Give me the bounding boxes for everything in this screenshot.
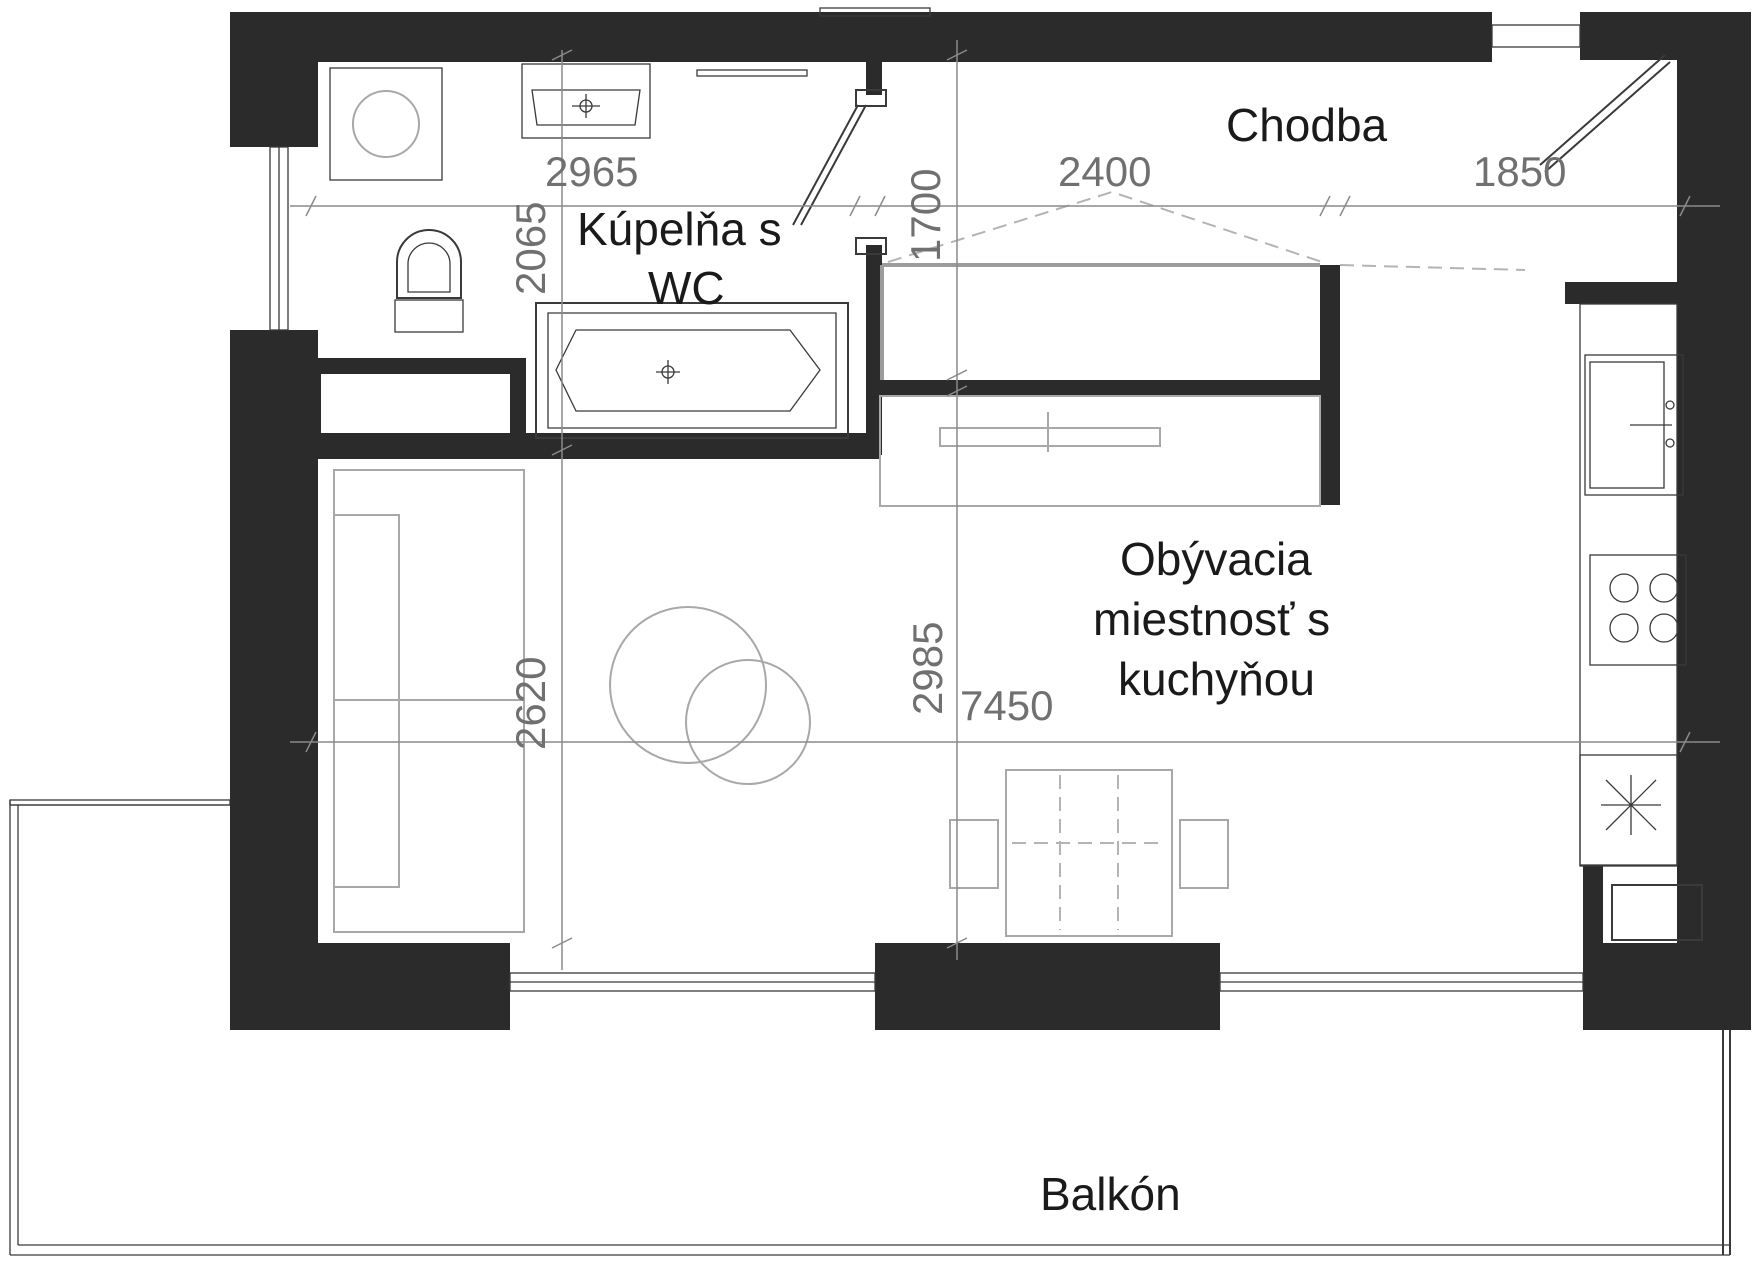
room-labels: Chodba Kúpelňa s WC Obývacia miestnosť s… <box>577 99 1388 1220</box>
bathtub <box>535 302 849 439</box>
room-label-kupelna-line2: WC <box>648 262 725 314</box>
wall-wardrobe-end <box>1320 265 1340 505</box>
kitchen <box>1579 303 1703 941</box>
dim-2400: 2400 <box>1058 148 1151 195</box>
sink <box>521 63 651 139</box>
wall-bath-shelf-top <box>305 358 525 374</box>
windows <box>269 7 1584 992</box>
living-furniture <box>333 469 1229 937</box>
wall-top-right <box>1580 12 1680 60</box>
sofa <box>333 469 525 933</box>
washing-machine <box>329 67 443 181</box>
round-tables <box>609 606 811 785</box>
wall-top <box>230 12 1492 62</box>
walls <box>230 12 1751 1030</box>
dim-7450: 7450 <box>960 682 1053 729</box>
room-label-obyvacia-line3: kuchyňou <box>1118 653 1315 705</box>
wall-bath-bottom <box>305 433 880 459</box>
room-label-chodba: Chodba <box>1226 99 1388 151</box>
dim-2965: 2965 <box>545 148 638 195</box>
balcony-outline <box>9 799 1731 1256</box>
doors <box>792 54 1671 255</box>
fridge <box>1579 754 1678 866</box>
dim-2620: 2620 <box>507 657 554 750</box>
wall-left <box>230 330 318 1030</box>
wall-right <box>1677 12 1751 1027</box>
wall-bath-right <box>866 245 882 455</box>
room-label-obyvacia-line2: miestnosť s <box>1093 593 1330 645</box>
wall-bath-shelf-left <box>305 358 321 440</box>
dimension-labels: 2965 2400 1850 2065 1700 2620 2985 7450 <box>507 148 1566 750</box>
cooktop <box>1589 554 1687 666</box>
wall-bath-shelf-right <box>510 358 526 458</box>
wall-bottom-right-return <box>1583 865 1603 955</box>
wall-bottom-middle <box>875 943 1220 1030</box>
bathroom-fixtures <box>329 63 849 439</box>
wall-bath-right-upper <box>866 60 882 95</box>
dim-2065: 2065 <box>507 202 554 295</box>
dimension-lines <box>290 40 1720 970</box>
room-label-balkon: Balkón <box>1040 1168 1181 1220</box>
kitchen-sink <box>1584 354 1684 496</box>
room-label-kupelna-line1: Kúpelňa s <box>577 203 782 255</box>
wardrobe <box>879 190 1526 507</box>
wall-wardrobe-shelf <box>880 380 1330 396</box>
wall-top-left-corner <box>230 12 318 147</box>
dining-table <box>949 769 1229 937</box>
wall-bottom-left <box>230 943 510 1030</box>
dim-2985: 2985 <box>904 622 951 715</box>
room-label-obyvacia-line1: Obývacia <box>1120 533 1312 585</box>
wall-bottom-right <box>1583 943 1751 1030</box>
toilet <box>394 229 464 333</box>
dim-1700: 1700 <box>902 169 949 262</box>
dim-1850: 1850 <box>1473 148 1566 195</box>
towel-rail <box>696 69 808 77</box>
wall-kitchen-top <box>1565 282 1680 304</box>
